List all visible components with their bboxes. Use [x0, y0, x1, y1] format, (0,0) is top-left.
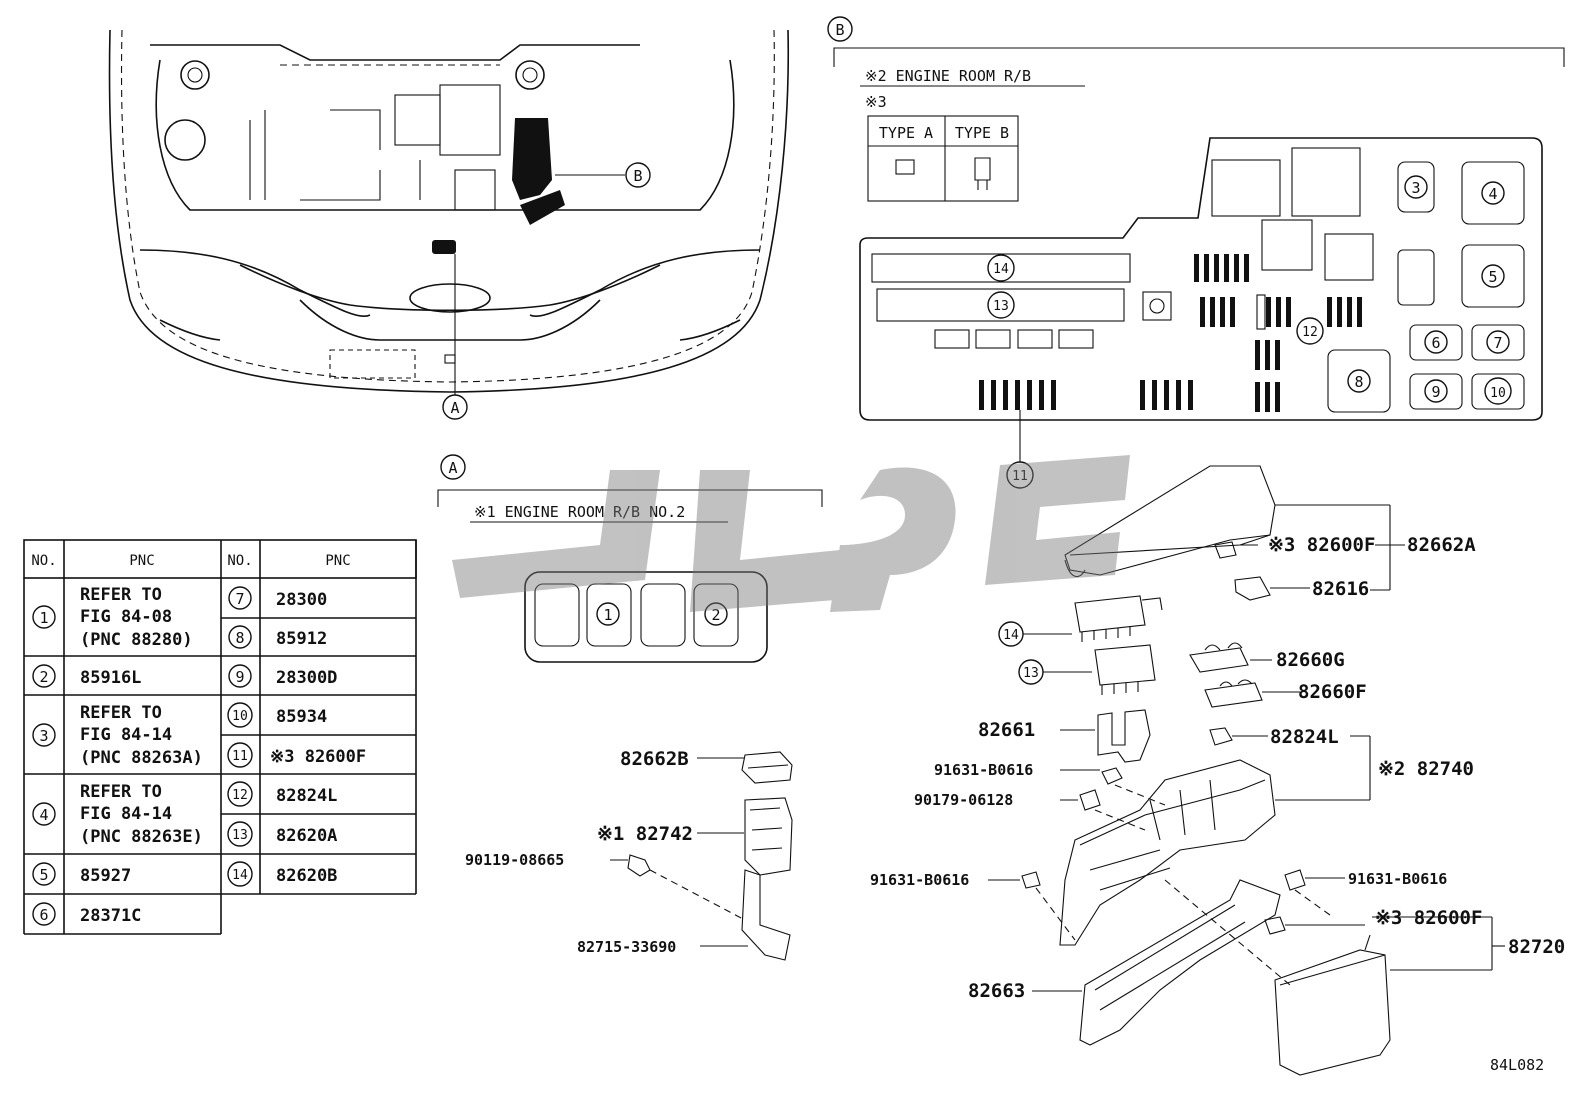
- callout-a-label: A: [450, 399, 459, 417]
- section-b: B ※2 ENGINE ROOM R/B ※3 TYPE A TYPE B: [827, 16, 1565, 489]
- position-4: 4: [1488, 185, 1497, 203]
- row-pnc-11: ※3 82600F: [270, 747, 366, 767]
- row-no-13: 13: [232, 828, 248, 843]
- row-no-8: 8: [235, 629, 244, 647]
- part-90179-06128: 90179-06128: [914, 791, 1013, 809]
- header-pnc-right: PNC: [325, 553, 350, 569]
- row-pnc-3-line2: FIG 84-14: [80, 725, 172, 745]
- row-no-3: 3: [39, 727, 48, 745]
- type-a-label: TYPE A: [879, 124, 933, 142]
- row-no-10: 10: [232, 709, 248, 724]
- row-no-2: 2: [39, 668, 48, 686]
- row-pnc-3-line3: (PNC 88263A): [80, 748, 203, 768]
- part-90119-08665: 90119-08665: [465, 851, 564, 869]
- exploded-parts-b: 14 13: [988, 465, 1505, 1076]
- callout-14: 14: [1003, 628, 1019, 643]
- row-pnc-1-line2: FIG 84-08: [80, 607, 172, 627]
- callout-b-label: B: [633, 167, 642, 185]
- section-a-marker: A: [448, 459, 457, 477]
- slot-2-label: 2: [711, 606, 720, 624]
- position-11: 11: [1012, 469, 1028, 484]
- part-82661: 82661: [978, 719, 1035, 741]
- row-pnc-12: 82824L: [276, 786, 337, 806]
- section-b-title: ※2 ENGINE ROOM R/B: [865, 67, 1031, 85]
- type-a-fuse-icon: [895, 159, 915, 175]
- part-91631-B0616-b: 91631-B0616: [870, 871, 969, 889]
- row-no-11: 11: [232, 749, 248, 764]
- row-pnc-7: 28300: [276, 590, 327, 610]
- position-5: 5: [1488, 268, 1497, 286]
- part-82715-33690: 82715-33690: [577, 938, 676, 956]
- part-82720: 82720: [1508, 936, 1565, 958]
- part-82600F-top: ※3 82600F: [1268, 534, 1375, 556]
- type-b-label: TYPE B: [955, 124, 1009, 142]
- row-no-6: 6: [39, 906, 48, 924]
- position-14: 14: [993, 262, 1009, 277]
- part-91631-B0616-a: 91631-B0616: [934, 761, 1033, 779]
- row-pnc-10: 85934: [276, 707, 327, 727]
- row-pnc-1-line1: REFER TO: [80, 585, 162, 605]
- exploded-parts-a: [610, 751, 793, 961]
- row-pnc-4-line1: REFER TO: [80, 782, 162, 802]
- position-markers: 3 4 5 6 7 8 9 10 11 12 13 14: [987, 175, 1512, 489]
- row-pnc-2: 85916L: [80, 668, 141, 688]
- header-pnc-left: PNC: [129, 553, 154, 569]
- position-10: 10: [1490, 386, 1506, 401]
- section-a-title: ※1 ENGINE ROOM R/B NO.2: [474, 503, 685, 521]
- row-pnc-14: 82620B: [276, 866, 337, 886]
- position-13: 13: [993, 299, 1009, 314]
- position-9: 9: [1431, 383, 1440, 401]
- slot-1-label: 1: [603, 606, 612, 624]
- relay-block-a-outline: [524, 571, 768, 663]
- pnc-table: NO. PNC NO. PNC 1 REFER TO FIG 84-08 (PN…: [23, 539, 417, 935]
- row-pnc-3-line1: REFER TO: [80, 703, 162, 723]
- position-8: 8: [1354, 373, 1363, 391]
- section-a: A ※1 ENGINE ROOM R/B NO.2 1 2: [437, 454, 823, 663]
- diagram-code: 84L082: [1490, 1056, 1544, 1074]
- position-6: 6: [1431, 334, 1440, 352]
- part-91631-B0616-c: 91631-B0616: [1348, 870, 1447, 888]
- row-no-4: 4: [39, 806, 48, 824]
- section-b-marker: B: [835, 21, 844, 39]
- part-labels-b: ※3 82600F 82662A 82616 82660G 82660F 826…: [870, 534, 1565, 1002]
- row-pnc-6: 28371C: [80, 906, 141, 926]
- part-82660F: 82660F: [1298, 681, 1367, 703]
- row-no-14: 14: [232, 868, 248, 883]
- part-82662A: 82662A: [1407, 534, 1476, 556]
- row-pnc-4-line2: FIG 84-14: [80, 804, 172, 824]
- part-82663: 82663: [968, 980, 1025, 1002]
- row-no-12: 12: [232, 788, 248, 803]
- header-no-right: NO.: [227, 553, 252, 569]
- part-82616: 82616: [1312, 578, 1369, 600]
- car-front-illustration: A B: [108, 29, 790, 420]
- part-82824L: 82824L: [1270, 726, 1339, 748]
- row-no-7: 7: [235, 590, 244, 608]
- position-12: 12: [1302, 325, 1318, 340]
- row-pnc-5: 85927: [80, 866, 131, 886]
- relay-block-b-outline: [859, 137, 1543, 421]
- type-b-fuse-icon: [974, 157, 991, 190]
- part-82742: ※1 82742: [597, 823, 693, 845]
- watermark-logo: [452, 455, 1130, 612]
- row-no-1: 1: [39, 609, 48, 627]
- part-82740: ※2 82740: [1378, 758, 1474, 780]
- position-7: 7: [1493, 334, 1502, 352]
- part-82600F-lower: ※3 82600F: [1375, 907, 1482, 929]
- row-pnc-13: 82620A: [276, 826, 337, 846]
- row-no-9: 9: [235, 668, 244, 686]
- row-no-5: 5: [39, 866, 48, 884]
- part-82662B: 82662B: [620, 748, 689, 770]
- section-b-note: ※3: [865, 93, 887, 111]
- row-pnc-4-line3: (PNC 88263E): [80, 827, 203, 847]
- part-82660G: 82660G: [1276, 649, 1345, 671]
- callout-13: 13: [1023, 666, 1039, 681]
- row-pnc-9: 28300D: [276, 668, 337, 688]
- part-labels-a: 82662B ※1 82742 90119-08665 82715-33690: [465, 748, 693, 956]
- row-pnc-8: 85912: [276, 629, 327, 649]
- position-3: 3: [1411, 179, 1420, 197]
- header-no-left: NO.: [31, 553, 56, 569]
- row-pnc-1-line3: (PNC 88280): [80, 630, 193, 650]
